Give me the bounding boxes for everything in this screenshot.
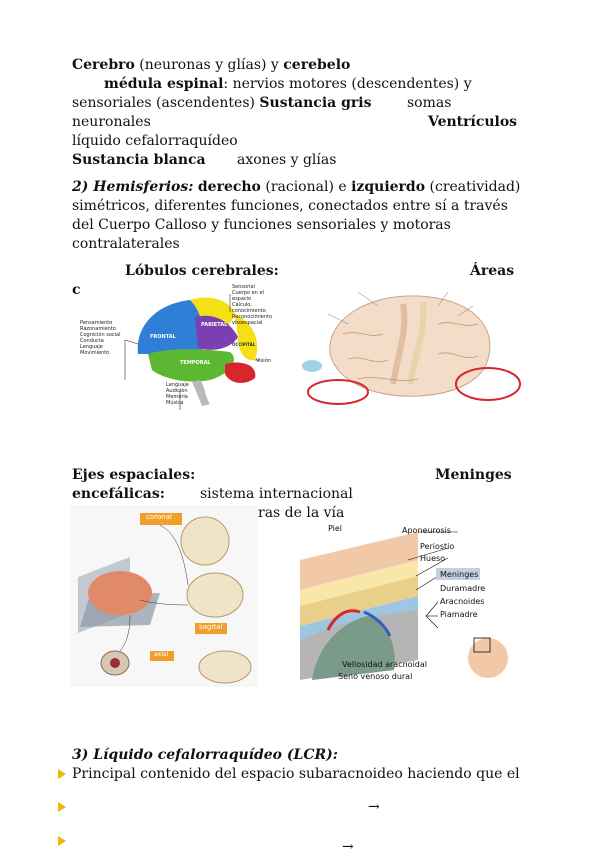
vessel-red [326, 609, 361, 631]
meninges-title: Meninges [435, 467, 512, 483]
cut-fragment: c [72, 282, 81, 298]
hemisferios-line-4: contralaterales [72, 236, 180, 252]
intro-line-1: Cerebro (neuronas y glías) y cerebelo [72, 57, 351, 73]
lobulos-title: Lóbulos cerebrales: [125, 263, 279, 279]
label-aracnoides: Aracnoides [440, 597, 485, 606]
label-axial: axial [154, 651, 169, 658]
label-coronal: coronal [146, 513, 172, 521]
label-parietal: PARIETAL [201, 322, 228, 328]
label-occipital: OCCIPITAL [232, 342, 256, 347]
meninges-figure: Piel Aponeurosis Periostio Hueso Meninge… [298, 520, 520, 688]
intro-line-6: Sustancia blanca [72, 151, 206, 170]
label-seno-venoso: Seno venoso dural [338, 672, 413, 681]
term-sustancia-gris: Sustancia gris [259, 95, 372, 111]
intro-line-5: líquido cefalorraquídeo [72, 133, 238, 149]
term-cerebro: Cerebro [72, 57, 135, 73]
brain-lobes-figure: FRONTAL PARIETAL OCCIPITAL TEMPORAL Pens… [80, 282, 280, 412]
ejes-title: Ejes espaciales: [72, 467, 196, 483]
sagittal-slice [186, 572, 244, 618]
label-hueso: Hueso [420, 554, 446, 563]
anatomical-planes-illustration [78, 513, 252, 684]
intro-line-2: médula espinal: nervios motores (descend… [104, 76, 472, 92]
bullet-icon [58, 802, 66, 812]
occipital-lobe [235, 314, 258, 361]
axial-slice [198, 650, 252, 684]
bullet-icon [58, 769, 66, 779]
areas-title: Áreas [470, 263, 515, 279]
label-duramadre: Duramadre [440, 584, 486, 593]
label-vellosidad: Vellosidad aracnoidal [342, 660, 427, 669]
label-piamadre: Piamadre [440, 610, 478, 619]
label-temporal: TEMPORAL [180, 360, 211, 366]
brainstem [192, 380, 210, 406]
term-ventriculos: Ventrículos [428, 114, 518, 130]
hemisferios-line-1: 2) Hemisferios: derecho (racional) e izq… [72, 179, 521, 195]
sagital-tag [195, 623, 227, 634]
brain-outline [329, 295, 491, 397]
term-cerebelo: cerebelo [283, 57, 351, 73]
brain-3d [88, 571, 152, 615]
intro-axones: axones y glías [237, 152, 337, 168]
hemisferios-line-3: del Cuerpo Calloso y funciones sensorial… [72, 217, 451, 233]
label-aponeurosis: Aponeurosis [402, 526, 452, 535]
arrow-icon: → [342, 839, 354, 855]
temporal-lobe [148, 349, 234, 382]
parietal-lobe [195, 315, 238, 350]
term-sustancia-blanca: Sustancia blanca [72, 152, 206, 168]
wernicke-circle [455, 367, 521, 401]
label-periostio: Periostio [420, 542, 455, 551]
arrow-icon: → [368, 799, 380, 815]
coronal-tag [140, 513, 182, 525]
cerebellum [225, 362, 256, 383]
label-meninges: Meninges [440, 570, 479, 579]
lcr-line-1: Principal contenido del espacio subaracn… [72, 766, 520, 782]
label-sagital: sagital [199, 623, 223, 631]
coronal-slice [180, 516, 230, 566]
hemisferios-title: Hemisferios: [93, 179, 194, 195]
meninges-box [436, 568, 480, 580]
vessel-blue [363, 610, 392, 637]
intro-line-3: sensoriales (ascendentes) Sustancia gris [72, 95, 372, 111]
broca-circle [307, 379, 369, 405]
intro-line-4: neuronales [72, 114, 151, 130]
label-frontal: FRONTAL [150, 334, 176, 340]
frontal-lobe [137, 300, 206, 354]
brain-lobes-illustration [124, 294, 260, 410]
skin-layer [300, 532, 418, 590]
label-piel: Piel [328, 524, 343, 533]
bullet-icon [58, 836, 66, 846]
ejes-fragment: ras de la vía [258, 505, 345, 521]
brain-tissue [312, 616, 395, 680]
term-medula: médula espinal [104, 76, 224, 92]
bone-layer [300, 576, 418, 626]
meninges-illustration [300, 531, 508, 680]
ejes-subtitle: encefálicas: [72, 486, 165, 502]
intro-somas: somas [407, 95, 452, 111]
cloud-shape [302, 360, 322, 372]
ejes-sistema: sistema internacional [200, 486, 353, 502]
lcr-title: 3) Líquido cefalorraquídeo (LCR): [72, 747, 338, 763]
brain-areas-illustration [302, 291, 521, 405]
anatomical-planes-figure: coronal sagital axial [70, 505, 258, 687]
axial-tag [150, 651, 174, 661]
aponeurosis-layer [300, 560, 418, 606]
brain-areas-figure [298, 284, 524, 414]
label-vision: Visión [256, 358, 271, 364]
hemisferios-line-2: simétricos, diferentes funciones, conect… [72, 198, 508, 214]
head-icon [468, 638, 508, 678]
